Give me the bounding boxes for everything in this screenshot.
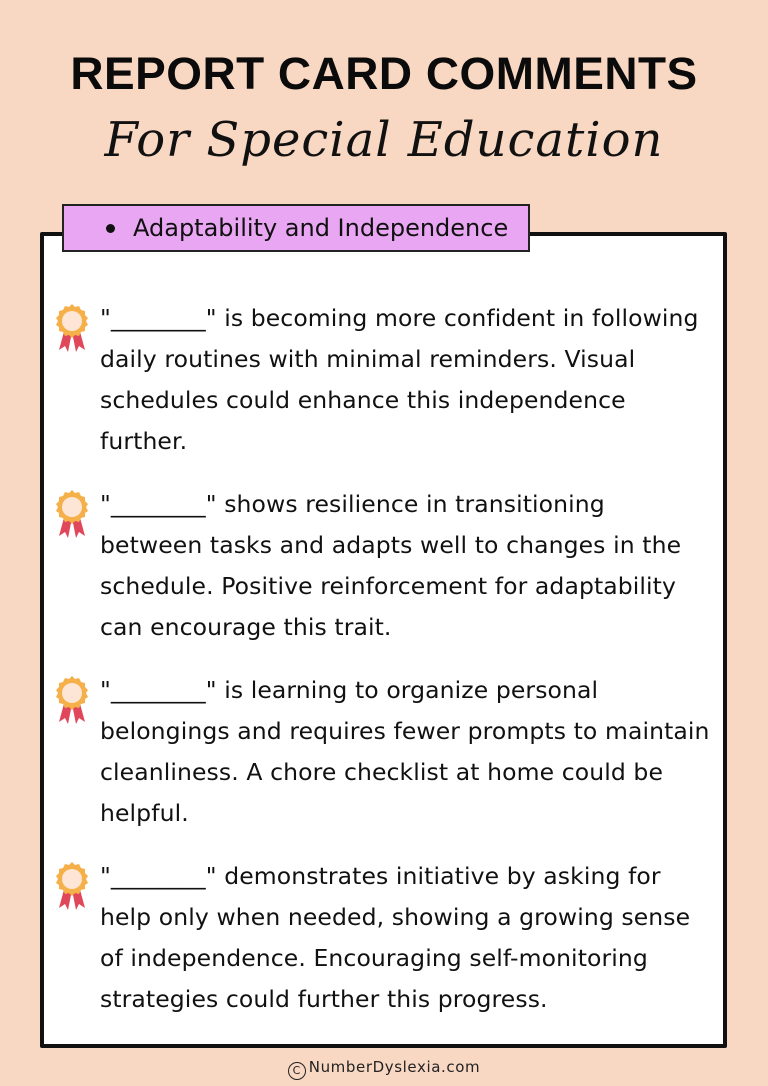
comment-item: "________" shows resilience in transitio…	[54, 484, 714, 648]
comment-item: "________" demonstrates initiative by as…	[54, 856, 714, 1020]
comment-text: "________" demonstrates initiative by as…	[100, 862, 691, 1013]
award-ribbon-icon	[56, 862, 88, 910]
page-title: REPORT CARD COMMENTS	[70, 48, 698, 99]
bullet-icon	[106, 223, 115, 233]
section-label: Adaptability and Independence	[133, 214, 509, 242]
section-tag: Adaptability and Independence	[62, 204, 530, 252]
page-subtitle: For Special Education	[104, 112, 664, 168]
award-ribbon-icon	[56, 676, 88, 724]
comment-text: "________" is learning to organize perso…	[100, 676, 710, 827]
comment-text: "________" is becoming more confident in…	[100, 304, 699, 455]
award-ribbon-icon	[56, 304, 88, 352]
comment-item: "________" is learning to organize perso…	[54, 670, 714, 834]
footer-site: NumberDyslexia.com	[308, 1058, 481, 1076]
comment-item: "________" is becoming more confident in…	[54, 298, 714, 462]
award-ribbon-icon	[56, 490, 88, 538]
copyright-icon: C	[287, 1062, 306, 1080]
comment-text: "________" shows resilience in transitio…	[100, 490, 682, 641]
comments-card	[40, 232, 727, 1048]
